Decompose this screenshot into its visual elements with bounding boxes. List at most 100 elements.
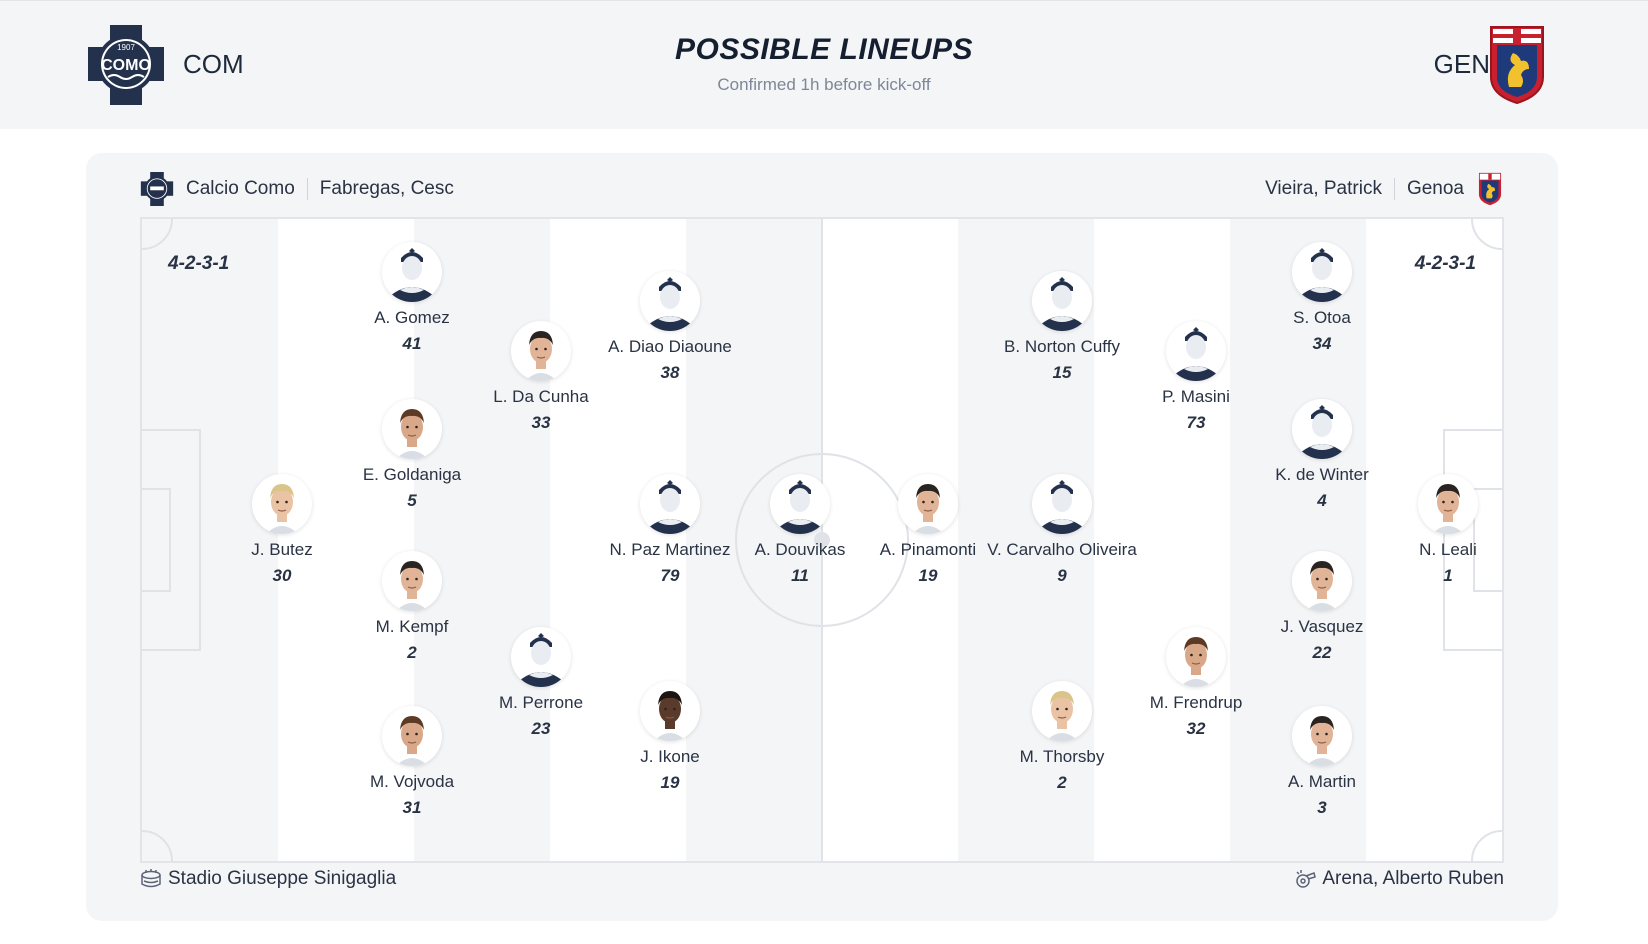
- player-name[interactable]: A. Pinamonti: [879, 540, 977, 559]
- player-avatar-icon[interactable]: [382, 242, 442, 302]
- player-avatar-icon[interactable]: [382, 706, 442, 766]
- away-player-card[interactable]: J. Vasquez 22: [1247, 551, 1397, 663]
- home-player-card[interactable]: M. Vojvoda 31: [337, 706, 487, 818]
- player-avatar-icon[interactable]: [1032, 681, 1092, 741]
- home-player-card[interactable]: M. Perrone 23: [466, 627, 616, 739]
- como-crest-icon[interactable]: 1907 COMO: [88, 25, 164, 105]
- player-avatar-icon[interactable]: [252, 474, 312, 534]
- player-number: 23: [531, 719, 551, 738]
- home-coach-name[interactable]: Fabregas, Cesc: [319, 178, 454, 199]
- player-number: 2: [407, 643, 417, 662]
- home-player-card[interactable]: M. Kempf 2: [337, 551, 487, 663]
- player-name[interactable]: A. Gomez: [374, 308, 450, 327]
- player-avatar-icon[interactable]: [511, 321, 571, 381]
- player-avatar-icon[interactable]: [1032, 474, 1092, 534]
- player-name[interactable]: J. Ikone: [640, 747, 700, 766]
- away-player-card[interactable]: M. Frendrup 32: [1121, 627, 1271, 739]
- player-avatar-icon[interactable]: [1418, 474, 1478, 534]
- player-name[interactable]: M. Kempf: [375, 617, 449, 636]
- player-number: 11: [791, 566, 809, 585]
- player-avatar-icon[interactable]: [1292, 242, 1352, 302]
- away-player-card[interactable]: A. Martin 3: [1247, 706, 1397, 818]
- player-name[interactable]: N. Leali: [1419, 540, 1477, 559]
- home-player-card[interactable]: A. Douvikas 11: [725, 474, 875, 586]
- player-avatar-icon[interactable]: [1032, 271, 1092, 331]
- away-formation: 4-2-3-1: [1414, 253, 1476, 274]
- genoa-crest-icon[interactable]: [1489, 25, 1545, 105]
- player-avatar-icon[interactable]: [1292, 551, 1352, 611]
- player-name[interactable]: A. Douvikas: [754, 540, 846, 559]
- home-team-code[interactable]: COM: [183, 49, 244, 79]
- player-avatar-icon[interactable]: [640, 681, 700, 741]
- player-name[interactable]: A. Martin: [1287, 772, 1357, 791]
- page-subtitle: Confirmed 1h before kick-off: [717, 75, 931, 94]
- player-number: 2: [1057, 773, 1067, 792]
- away-team-name[interactable]: Genoa: [1406, 178, 1464, 199]
- player-avatar-icon[interactable]: [382, 399, 442, 459]
- away-player-card[interactable]: N. Leali 1: [1373, 474, 1502, 586]
- whistle-icon: [1296, 870, 1317, 888]
- svg-text:1907: 1907: [117, 43, 135, 52]
- player-number: 3: [1317, 798, 1327, 817]
- player-avatar-icon[interactable]: [1292, 706, 1352, 766]
- player-avatar-icon[interactable]: [898, 474, 958, 534]
- player-avatar-icon[interactable]: [1292, 399, 1352, 459]
- player-name[interactable]: M. Vojvoda: [369, 772, 455, 791]
- player-name[interactable]: J. Vasquez: [1280, 617, 1364, 636]
- stadium-icon: [141, 869, 161, 888]
- player-name[interactable]: N. Paz Martinez: [609, 540, 731, 559]
- referee-name[interactable]: Arena, Alberto Ruben: [1322, 868, 1504, 889]
- player-name[interactable]: A. Diao Diaoune: [608, 337, 732, 356]
- home-formation: 4-2-3-1: [168, 253, 230, 274]
- away-player-card[interactable]: M. Thorsby 2: [987, 681, 1137, 793]
- player-avatar-icon[interactable]: [770, 474, 830, 534]
- away-coach-name[interactable]: Vieira, Patrick: [1265, 178, 1382, 199]
- pitch-stripe: [142, 219, 278, 861]
- player-name[interactable]: L. Da Cunha: [493, 387, 589, 406]
- player-avatar-icon[interactable]: [1166, 627, 1226, 687]
- player-name[interactable]: M. Perrone: [498, 693, 584, 712]
- player-number: 31: [402, 798, 422, 817]
- player-avatar-icon[interactable]: [1166, 321, 1226, 381]
- player-avatar-icon[interactable]: [640, 271, 700, 331]
- player-avatar-icon[interactable]: [382, 551, 442, 611]
- away-team-row: Vieira, Patrick Genoa: [1265, 172, 1504, 206]
- player-name[interactable]: K. de Winter: [1275, 465, 1369, 484]
- lineups-card: Calcio Como Fabregas, Cesc Vieira, Patri…: [86, 153, 1558, 921]
- player-name[interactable]: B. Norton Cuffy: [1004, 337, 1120, 356]
- page-title: POSSIBLE LINEUPS: [674, 33, 974, 66]
- player-avatar-icon[interactable]: [640, 474, 700, 534]
- home-player-card[interactable]: J. Ikone 19: [595, 681, 745, 793]
- home-team-name[interactable]: Calcio Como: [186, 178, 295, 199]
- player-number: 19: [660, 773, 680, 792]
- player-avatar-icon[interactable]: [511, 627, 571, 687]
- divider: [1393, 178, 1395, 200]
- player-name[interactable]: S. Otoa: [1293, 308, 1351, 327]
- player-name[interactable]: J. Butez: [251, 540, 313, 559]
- away-team-code[interactable]: GEN: [1433, 49, 1490, 79]
- player-name[interactable]: P. Masini: [1162, 387, 1230, 406]
- player-name[interactable]: M. Thorsby: [1019, 747, 1105, 766]
- player-name[interactable]: V. Carvalho Oliveira: [987, 540, 1137, 559]
- divider: [306, 178, 308, 200]
- home-team-row: Calcio Como Fabregas, Cesc: [140, 172, 454, 206]
- player-number: 32: [1186, 719, 1206, 738]
- player-name[interactable]: E. Goldaniga: [362, 465, 462, 484]
- player-number: 22: [1312, 643, 1332, 662]
- player-name[interactable]: M. Frendrup: [1149, 693, 1243, 712]
- venue-name[interactable]: Stadio Giuseppe Sinigaglia: [168, 868, 397, 889]
- player-number: 1: [1443, 566, 1453, 585]
